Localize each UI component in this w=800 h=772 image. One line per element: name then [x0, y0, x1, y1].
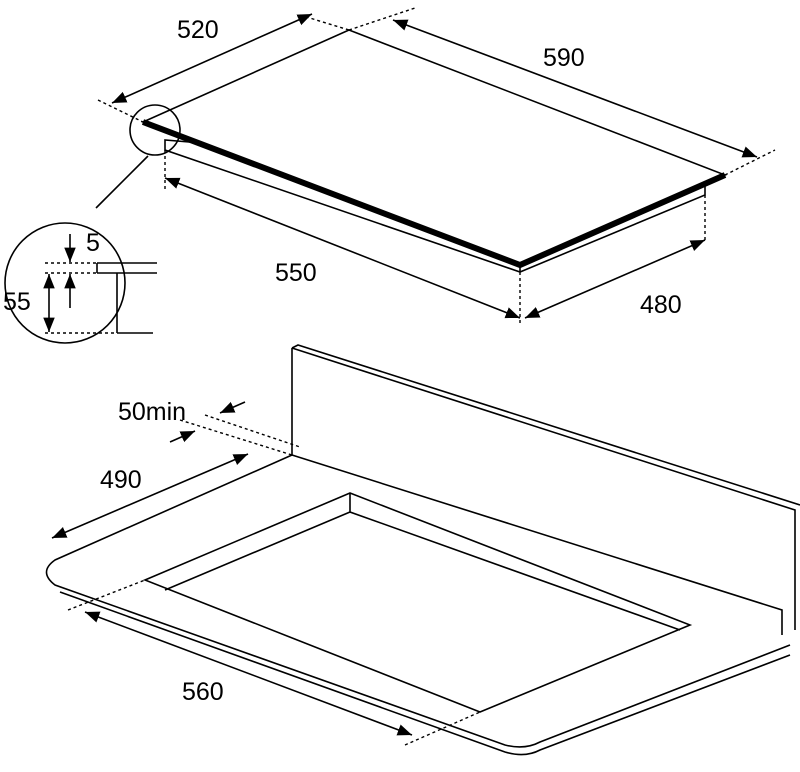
hob-drawing [140, 29, 728, 273]
dim-body-width: 550 [275, 259, 317, 287]
dim-glass-thickness: 5 [86, 229, 100, 257]
worktop-drawing [45, 344, 800, 756]
edge-detail-callout: 5 55 [3, 104, 181, 344]
dim-cutout-width: 560 [182, 678, 224, 706]
dim-hob-depth: 520 [177, 16, 219, 44]
dim-back-clearance: 50min [118, 398, 186, 426]
cutout-dimensions: 50min 490 560 [51, 398, 481, 746]
dim-body-depth: 480 [640, 291, 682, 319]
dim-cutout-depth: 490 [100, 466, 142, 494]
hob-dimensions: 520 590 550 480 [97, 7, 776, 325]
dim-body-height: 55 [3, 288, 31, 316]
dim-hob-width: 590 [543, 44, 585, 72]
